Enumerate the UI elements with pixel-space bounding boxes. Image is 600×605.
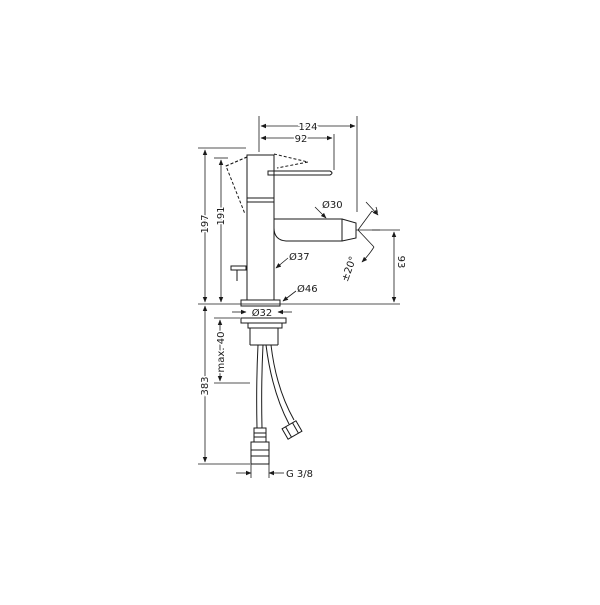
dim-thread-label: G 3/8 bbox=[286, 469, 313, 480]
dim-93: 93 bbox=[372, 229, 408, 303]
dim-max-40: max. 40 bbox=[214, 317, 250, 384]
dim-diameter-32: Ø32 bbox=[232, 307, 292, 319]
dim-124-label: 124 bbox=[298, 122, 317, 133]
dim-diameter-37: Ø37 bbox=[275, 251, 310, 269]
mounting-nut bbox=[240, 317, 287, 346]
dim-191-label: 191 bbox=[216, 206, 227, 225]
dim-383: 383 bbox=[198, 305, 250, 465]
dim-angle-20: ±20° bbox=[340, 201, 379, 283]
dim-diameter-30: Ø30 bbox=[314, 199, 343, 219]
dim-197-label: 197 bbox=[200, 214, 211, 233]
base-flange bbox=[240, 299, 281, 307]
dim-max-40-label: max. 40 bbox=[216, 332, 227, 373]
dim-92-label: 92 bbox=[295, 134, 308, 145]
pop-up-rod bbox=[230, 265, 247, 281]
dim-93-label: 93 bbox=[395, 256, 406, 269]
lever-swing-outline bbox=[225, 153, 309, 215]
dim-92: 92 bbox=[260, 133, 335, 170]
supply-hoses bbox=[250, 344, 303, 465]
dim-diameter-37-label: Ø37 bbox=[289, 251, 310, 263]
dim-197: 197 bbox=[198, 147, 400, 305]
dim-diameter-46-label: Ø46 bbox=[297, 283, 318, 295]
faucet-body bbox=[246, 154, 275, 301]
dim-thread: G 3/8 bbox=[236, 464, 313, 480]
dim-diameter-32-label: Ø32 bbox=[252, 307, 273, 319]
dim-383-label: 383 bbox=[200, 376, 211, 395]
lever-handle bbox=[267, 170, 333, 176]
dim-191: 191 bbox=[214, 157, 229, 303]
dim-angle-20-label: ±20° bbox=[340, 255, 359, 283]
dim-diameter-30-label: Ø30 bbox=[322, 199, 343, 211]
dim-124: 124 bbox=[258, 116, 358, 212]
dim-diameter-46: Ø46 bbox=[282, 283, 318, 302]
